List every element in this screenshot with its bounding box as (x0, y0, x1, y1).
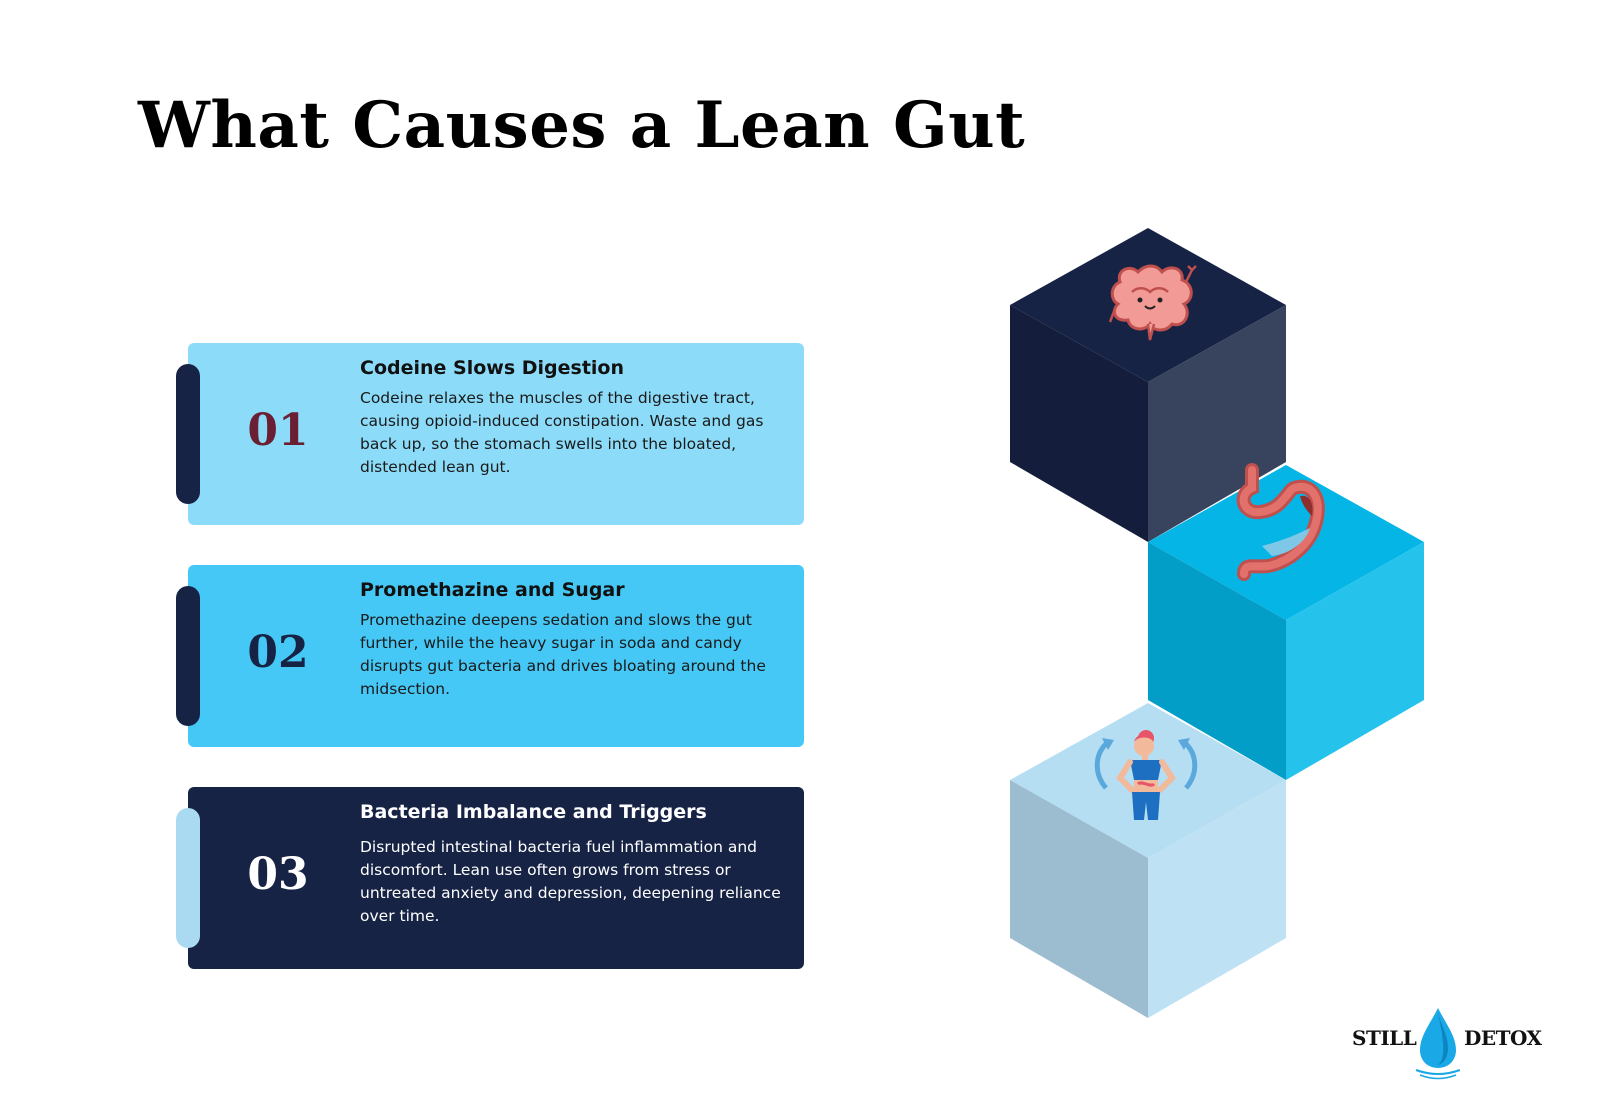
card-heading-1: Codeine Slows Digestion (360, 357, 625, 379)
isometric-cubes (1010, 228, 1424, 1018)
card-number-2: 02 (247, 627, 309, 678)
logo-text-still: STILL (1352, 1026, 1417, 1050)
page-title: What Causes a Lean Gut (138, 88, 1026, 163)
card-tab-1 (176, 364, 200, 504)
cube-navy (1010, 228, 1286, 542)
card-heading-2: Promethazine and Sugar (360, 579, 625, 601)
card-body-2: Promethazine deepens sedation and slows … (360, 611, 766, 698)
cube-pale-blue (1010, 703, 1286, 1018)
intestine-icon (1108, 264, 1197, 341)
card-tab-3 (176, 808, 200, 948)
card-number-1: 01 (247, 405, 309, 456)
logo-text-detox: DETOX (1464, 1026, 1542, 1050)
still-detox-logo: STILL DETOX (1352, 1008, 1552, 1080)
gut-health-person-icon (1094, 730, 1198, 820)
card-body-1: Codeine relaxes the muscles of the diges… (360, 389, 764, 476)
stomach-icon (1236, 463, 1325, 581)
card-heading-3: Bacteria Imbalance and Triggers (360, 801, 707, 823)
cause-card-2: 02 Promethazine and Sugar Promethazine d… (176, 565, 804, 747)
card-body-3: Disrupted intestinal bacteria fuel infla… (360, 838, 781, 925)
cause-card-3: 03 Bacteria Imbalance and Triggers Disru… (176, 787, 804, 969)
water-drop-icon (1416, 1008, 1460, 1080)
card-tab-2 (176, 586, 200, 726)
cause-card-1: 01 Codeine Slows Digestion Codeine relax… (176, 343, 804, 525)
card-number-3: 03 (247, 849, 309, 900)
